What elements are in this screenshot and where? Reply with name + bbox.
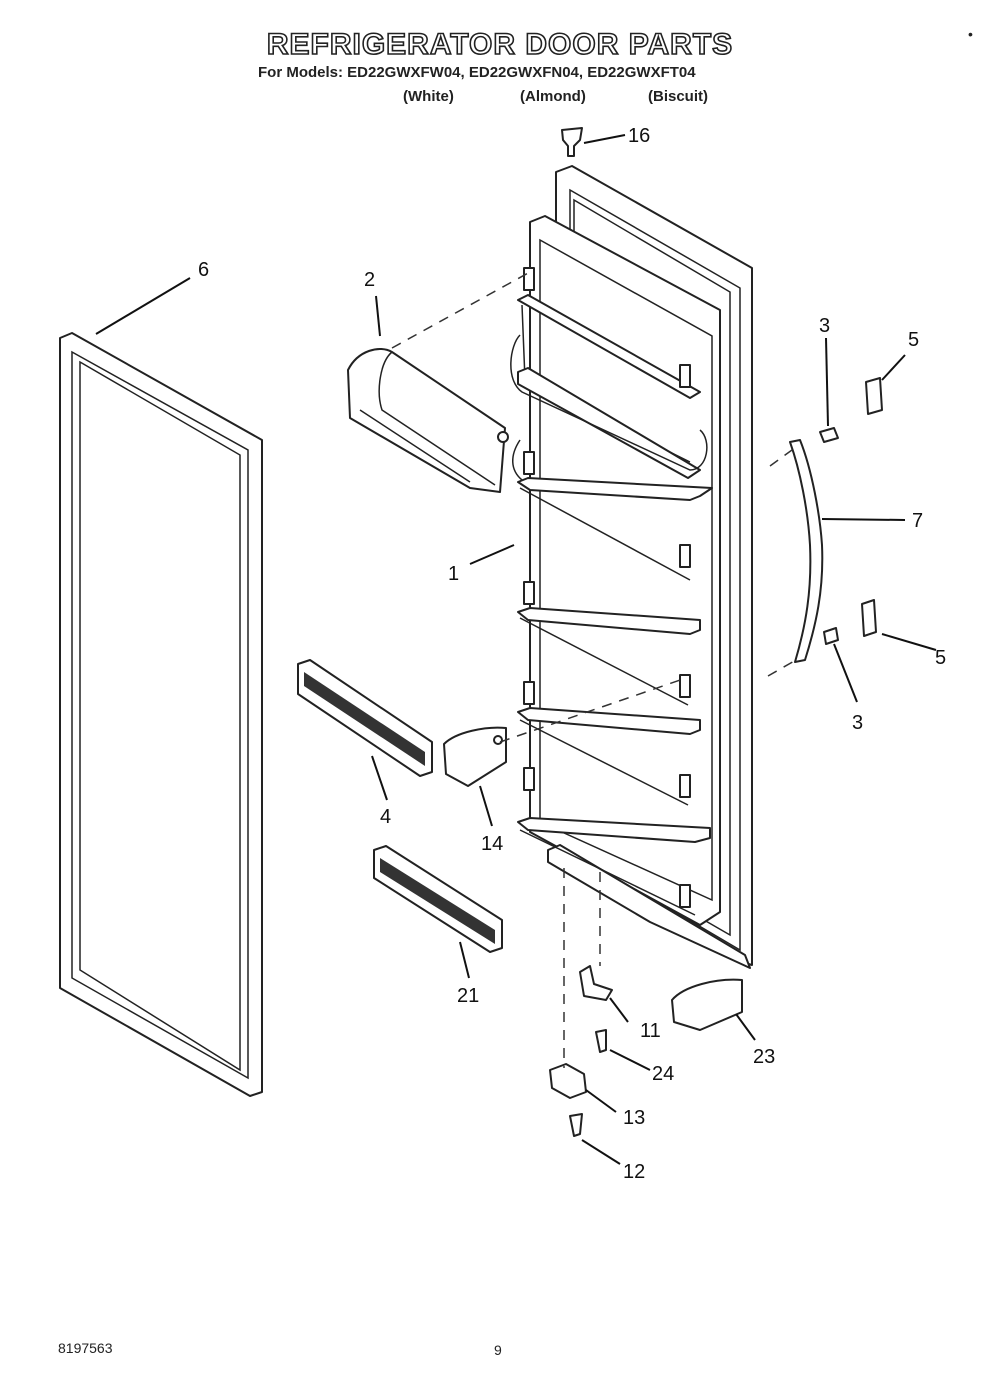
models-line: For Models: ED22GWXFW04, ED22GWXFN04, ED… [258,64,696,81]
callout-11: 11 [640,1020,661,1042]
callout-numbers: 16 6 2 3 5 7 1 5 3 4 14 21 11 23 24 13 1… [198,125,946,1183]
callout-24: 24 [652,1063,674,1085]
hinge-cover-upper [443,726,507,787]
assembly-lines [391,271,797,1068]
door-gasket [59,332,263,1097]
callout-4: 4 [380,806,391,828]
color-biscuit: (Biscuit) [648,88,708,105]
screw-covers [861,377,883,637]
color-white: (White) [403,88,454,105]
callout-21: 21 [457,985,479,1007]
door-handle [789,439,824,663]
callout-5-upper: 5 [908,329,919,351]
bottom-hinge [579,965,613,1001]
handle-screws [819,427,839,645]
callout-13: 13 [623,1107,645,1129]
callout-14: 14 [481,833,503,855]
leader-lines [95,134,937,1165]
callout-2: 2 [364,269,375,291]
hinge-bracket [549,1063,587,1099]
corner-mark: • [968,26,973,42]
hinge-bolt [569,1113,583,1137]
callout-7: 7 [912,510,923,532]
callout-16: 16 [628,125,650,147]
page-number: 9 [494,1342,502,1358]
callout-23: 23 [753,1046,775,1068]
callout-3-lower: 3 [852,712,863,734]
door-panel [510,165,753,969]
document-code: 8197563 [58,1340,113,1356]
page-title: REFRIGERATOR DOOR PARTS [266,27,734,62]
hinge-cap [561,127,583,157]
shelf-rail-lower [373,845,503,953]
dairy-door [347,348,509,493]
hinge-screw [595,1029,607,1053]
callout-6: 6 [198,259,209,281]
shelf-rail-upper [297,659,433,777]
color-almond: (Almond) [520,88,586,105]
callout-12: 12 [623,1161,645,1183]
hinge-cover-lower [671,978,743,1031]
callout-5-lower: 5 [935,647,946,669]
callout-1: 1 [448,563,459,585]
callout-3-upper: 3 [819,315,830,337]
